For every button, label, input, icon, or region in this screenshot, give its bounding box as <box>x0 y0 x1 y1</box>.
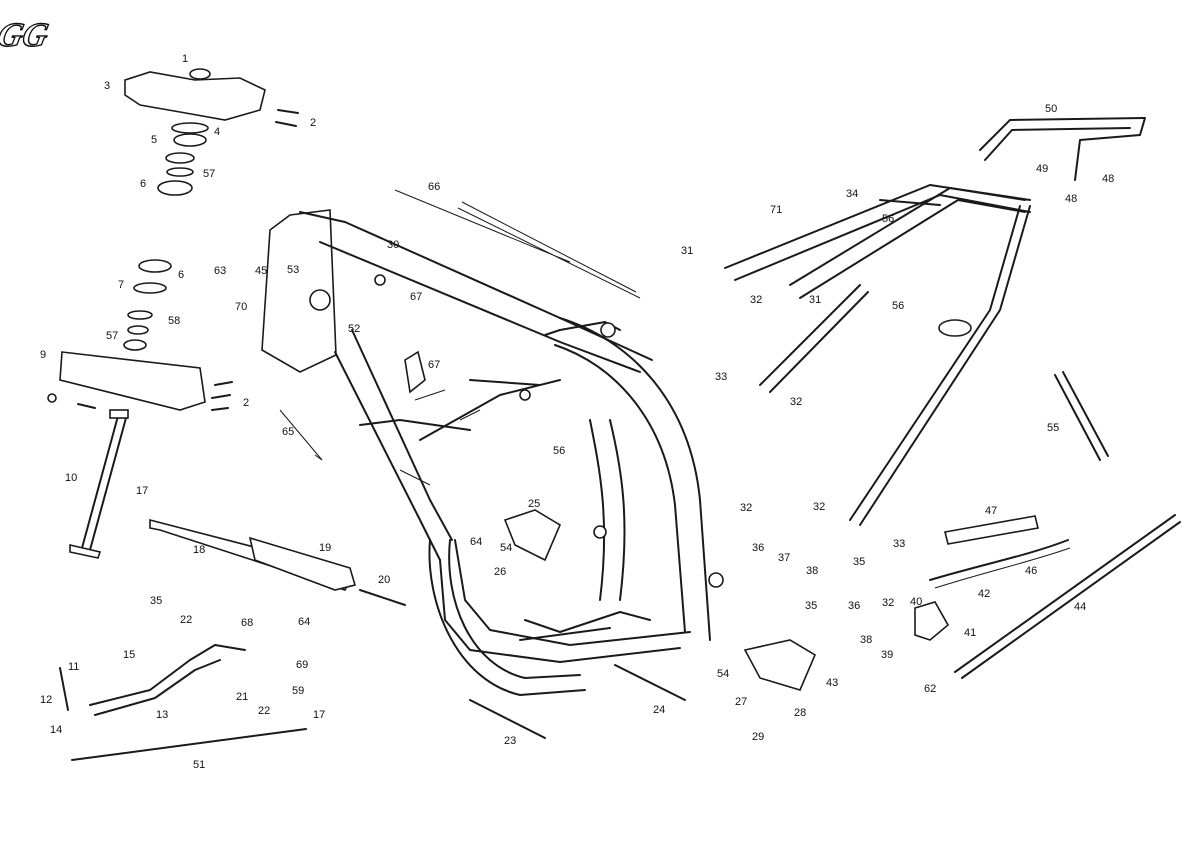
part-label: 59 <box>292 685 304 697</box>
part-label: 12 <box>40 694 52 706</box>
part-label: 31 <box>681 245 693 257</box>
brand-logo: GG <box>0 16 52 55</box>
part-label: 32 <box>790 396 802 408</box>
part-label: 48 <box>1065 193 1077 205</box>
part-label: 66 <box>428 181 440 193</box>
part-label: 56 <box>892 300 904 312</box>
part-label: 3 <box>104 80 110 92</box>
part-label: 7 <box>118 279 124 291</box>
part-label: 26 <box>494 566 506 578</box>
part-label: 4 <box>214 126 220 138</box>
part-label: 23 <box>504 735 516 747</box>
logo-text: GG <box>0 16 52 54</box>
part-label: 27 <box>735 696 747 708</box>
part-label: 25 <box>528 498 540 510</box>
part-label: 53 <box>287 264 299 276</box>
part-label: 48 <box>1102 173 1114 185</box>
part-label: 56 <box>882 213 894 225</box>
part-label: 39 <box>881 649 893 661</box>
part-label: 20 <box>378 574 390 586</box>
part-label: 54 <box>717 668 729 680</box>
part-label: 22 <box>258 705 270 717</box>
part-label: 17 <box>136 485 148 497</box>
part-label: 35 <box>853 556 865 568</box>
part-label: 42 <box>978 588 990 600</box>
part-label: 32 <box>813 501 825 513</box>
part-label: 54 <box>500 542 512 554</box>
triple-clamp-bottom <box>47 259 233 411</box>
part-label: 51 <box>193 759 205 771</box>
part-label: 6 <box>140 178 146 190</box>
part-label: 2 <box>310 117 316 129</box>
triple-clamp-top <box>124 68 299 196</box>
part-label: 37 <box>778 552 790 564</box>
part-label: 41 <box>964 627 976 639</box>
part-label: 43 <box>826 677 838 689</box>
part-label: 35 <box>150 595 162 607</box>
part-label: 29 <box>752 731 764 743</box>
part-label: 40 <box>910 596 922 608</box>
part-label: 19 <box>319 542 331 554</box>
part-label: 69 <box>296 659 308 671</box>
part-label: 67 <box>428 359 440 371</box>
part-label: 44 <box>1074 601 1086 613</box>
part-label: 2 <box>243 397 249 409</box>
part-label: 46 <box>1025 565 1037 577</box>
part-label: 36 <box>848 600 860 612</box>
part-label: 71 <box>770 204 782 216</box>
part-label: 32 <box>882 597 894 609</box>
part-label: 18 <box>193 544 205 556</box>
part-label: 57 <box>106 330 118 342</box>
part-label: 57 <box>203 168 215 180</box>
part-label: 5 <box>151 134 157 146</box>
part-label: 13 <box>156 709 168 721</box>
part-label: 35 <box>805 600 817 612</box>
part-label: 14 <box>50 724 62 736</box>
part-label: 32 <box>750 294 762 306</box>
part-label: 33 <box>715 371 727 383</box>
part-label: 63 <box>214 265 226 277</box>
lower-parts <box>59 189 1181 761</box>
part-label: 32 <box>740 502 752 514</box>
part-label: 45 <box>255 265 267 277</box>
part-label: 64 <box>298 616 310 628</box>
part-label: 6 <box>178 269 184 281</box>
part-label: 58 <box>168 315 180 327</box>
part-label: 15 <box>123 649 135 661</box>
part-label: 50 <box>1045 103 1057 115</box>
part-label: 9 <box>40 349 46 361</box>
part-label: 31 <box>809 294 821 306</box>
part-label: 1 <box>182 53 188 65</box>
part-label: 34 <box>846 188 858 200</box>
part-label: 17 <box>313 709 325 721</box>
part-label: 30 <box>387 239 399 251</box>
part-label: 36 <box>752 542 764 554</box>
part-label: 24 <box>653 704 665 716</box>
part-label: 68 <box>241 617 253 629</box>
part-label: 70 <box>235 301 247 313</box>
part-label: 64 <box>470 536 482 548</box>
part-label: 38 <box>860 634 872 646</box>
part-label: 47 <box>985 505 997 517</box>
part-label: 38 <box>806 565 818 577</box>
part-label: 65 <box>282 426 294 438</box>
part-label: 52 <box>348 323 360 335</box>
part-label: 33 <box>893 538 905 550</box>
part-label: 62 <box>924 683 936 695</box>
part-label: 28 <box>794 707 806 719</box>
part-label: 21 <box>236 691 248 703</box>
part-label: 11 <box>68 661 79 673</box>
part-label: 56 <box>553 445 565 457</box>
part-label: 49 <box>1036 163 1048 175</box>
part-label: 10 <box>65 472 77 484</box>
part-label: 55 <box>1047 422 1059 434</box>
main-frame <box>261 209 724 696</box>
rear-subframe <box>724 117 1146 526</box>
steering-stem <box>69 409 129 559</box>
part-label: 67 <box>410 291 422 303</box>
part-label: 22 <box>180 614 192 626</box>
